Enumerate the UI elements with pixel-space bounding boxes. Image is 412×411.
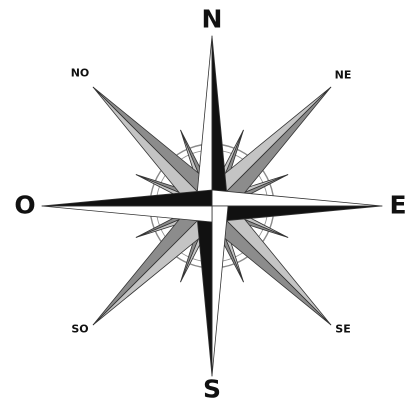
point-east-left-half	[212, 190, 382, 206]
point-south-left-half	[212, 206, 228, 376]
point-west-left-half	[42, 206, 212, 222]
northeast-label: NE	[335, 70, 352, 81]
point-south-right-half	[196, 206, 212, 376]
compass-rose-graphic	[42, 36, 382, 376]
southeast-label: SE	[335, 324, 350, 335]
point-north-left-half	[196, 36, 212, 206]
southwest-label: SO	[71, 324, 88, 335]
west-label: O	[14, 193, 35, 218]
point-west-right-half	[42, 190, 212, 206]
point-east-right-half	[212, 206, 382, 222]
east-label: E	[389, 193, 406, 218]
northwest-label: NO	[71, 68, 90, 79]
north-label: N	[202, 7, 223, 32]
south-label: S	[203, 377, 221, 402]
point-north-right-half	[212, 36, 228, 206]
